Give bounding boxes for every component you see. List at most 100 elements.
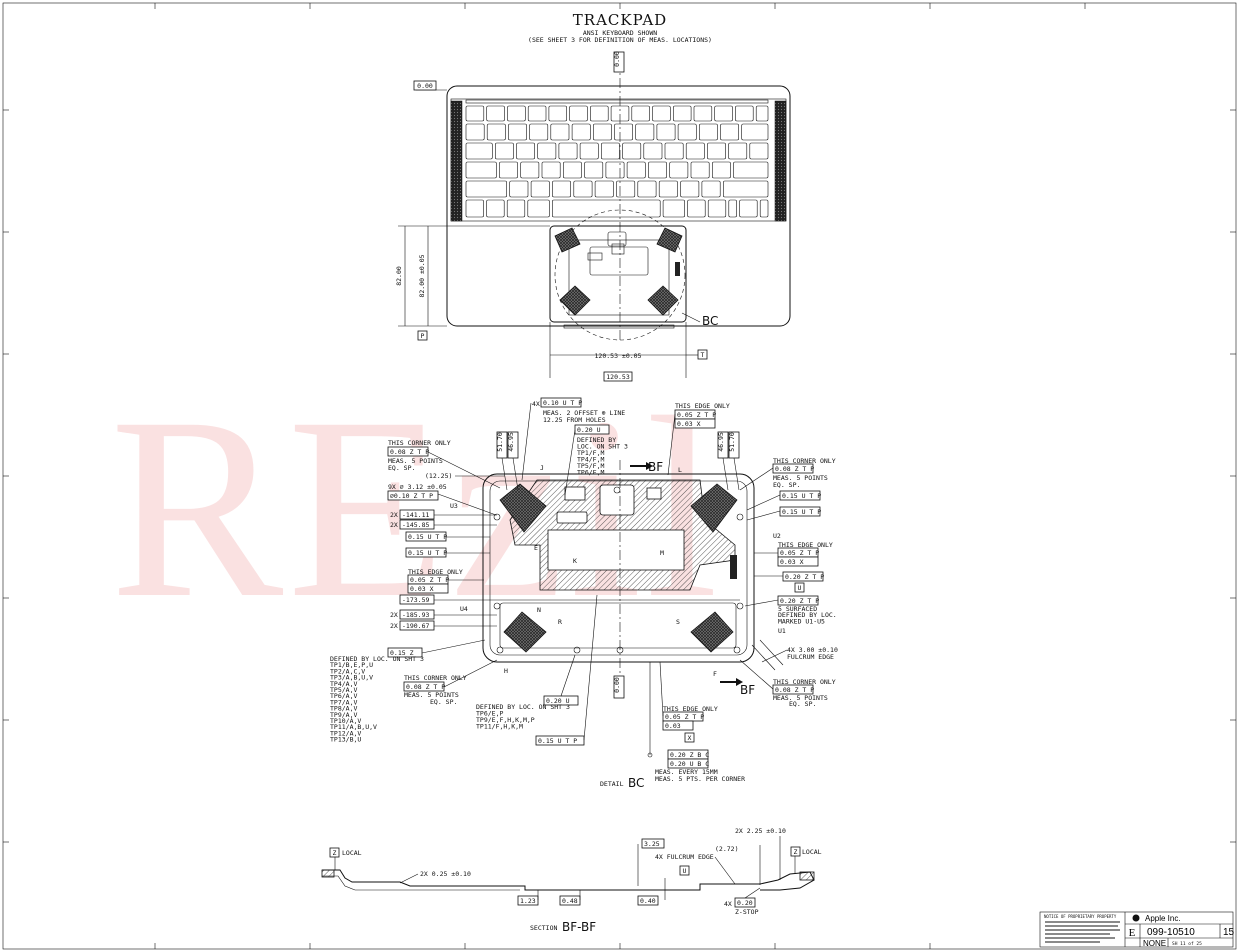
section-zstop: Z-STOP	[735, 908, 759, 916]
drawing-subtitle-2: (SEE SHEET 3 FOR DEFINITION OF MEAS. LOC…	[528, 36, 712, 44]
keyboard-key	[749, 142, 769, 160]
tl-corner-note-2: EQ. SP.	[388, 464, 415, 472]
drawing-title: TRACKPAD	[573, 11, 667, 29]
bottom-note-2a: MEAS. EVERY 15MM	[655, 768, 718, 776]
left-fcf-1: 0.15 U T P	[408, 533, 447, 541]
vdim-leader	[733, 457, 740, 491]
note-line: TP7/A,V	[330, 698, 357, 706]
vdim-leader	[501, 457, 508, 491]
section-local-left: LOCAL	[342, 849, 362, 857]
detail-annotations: 4X 0.10 U T P MEAS. 2 OFFSET ⊕ LINE 12.2…	[330, 397, 838, 790]
keyboard-key	[722, 180, 769, 198]
keyboard-key	[711, 161, 731, 179]
keyboard-key	[643, 142, 663, 160]
note-line: TP5/A,V	[330, 686, 357, 694]
note-line: TP4/F,M	[577, 456, 604, 464]
keyboard-key	[701, 180, 721, 198]
keyboard-key	[637, 180, 657, 198]
note-line: TP12/A,V	[330, 729, 361, 737]
width-basic: 120.53	[606, 373, 630, 381]
keyboard-key	[506, 199, 526, 218]
top-edge-label: THIS EDGE ONLY	[675, 402, 730, 410]
point-letter: J	[540, 464, 544, 472]
note-line: TP9/A,V	[330, 711, 357, 719]
keyboard-key	[486, 123, 506, 141]
dim-2x-b: 2X	[390, 521, 398, 529]
point-letter: N	[537, 606, 541, 614]
keyboard-key	[527, 105, 547, 122]
bottom-fcf-3b: 0.20 U B C	[670, 760, 709, 768]
drawing-subtitle: ANSI KEYBOARD SHOWN	[583, 29, 657, 37]
keyboard-key	[516, 142, 536, 160]
right-fcf-1: 0.15 U T P	[782, 492, 821, 500]
note-line: TP1/F,M	[577, 449, 604, 457]
keyboard-key	[537, 142, 557, 160]
dim-173: -173.59	[402, 596, 429, 604]
keyboard-key	[685, 142, 705, 160]
note-line: MARKED U1-U5	[778, 617, 825, 625]
keyboard-key	[541, 161, 561, 179]
keyboard-key	[662, 199, 685, 218]
dim-145: -145.85	[402, 521, 429, 529]
keyboard-key	[520, 161, 540, 179]
bl-note: DEFINED BY LOC. ON SHT 3TP1/B,E,P,UTP2/A…	[330, 655, 424, 744]
note-line: TP1/B,E,P,U	[330, 661, 373, 669]
note-line: DEFINED BY LOC. ON SHT 3	[476, 703, 570, 711]
section-4x: 4X	[724, 900, 732, 908]
keyboard-key	[465, 123, 485, 141]
tr-corner-note-2: EQ. SP.	[773, 481, 800, 489]
fulcrum-callout: 4X 3.00 ±0.10	[787, 646, 838, 654]
point-letter: M	[660, 549, 664, 557]
left-speaker-grille	[450, 100, 463, 222]
dim-v0: 0.00	[613, 677, 621, 693]
trackpad-small-features	[554, 227, 683, 329]
holes-fcf: ⌀0.10 Z T P	[390, 492, 433, 500]
keyboard-key	[759, 199, 769, 218]
keyboard-key	[569, 105, 588, 122]
br-corner-note-2: EQ. SP.	[789, 700, 816, 708]
keyboard-key	[592, 123, 612, 141]
keyboard-key	[631, 105, 650, 122]
trackpad-outline	[549, 225, 687, 323]
dim-185: -185.93	[402, 611, 429, 619]
datum-p: P	[421, 332, 425, 340]
note-line: TP6/A,V	[330, 692, 357, 700]
note-line: 5 SURFACED	[778, 605, 817, 613]
bottom-edge-fcf-2: 0.03	[665, 722, 681, 730]
keyboard-key	[579, 142, 599, 160]
note-line: DEFINED BY	[577, 436, 616, 444]
keyboard-key	[465, 161, 497, 179]
label-u1: U1	[778, 627, 786, 635]
keyboard-key	[527, 199, 550, 218]
note-line: TP2/A,C,V	[330, 667, 365, 675]
keyboard-key	[614, 123, 634, 141]
bottom-fcf-3a: 0.20 Z B C	[670, 751, 709, 759]
keyboard-key	[635, 123, 655, 141]
detail-caption-name: BC	[628, 776, 644, 790]
section-caption-name: BF-BF	[562, 920, 596, 934]
fcf-top-profile: 0.10 U T P	[543, 399, 582, 407]
dim-2x-d: 2X	[390, 622, 398, 630]
keyboard-key	[508, 123, 527, 141]
datum-x: X	[688, 734, 692, 742]
section-2x-025: 2X 0.25 ±0.10	[420, 870, 471, 878]
count-4x: 4X	[532, 400, 540, 408]
keyboard-key	[728, 199, 737, 218]
keyboard	[465, 99, 769, 218]
bottom-fcf-2: 0.15 U T P	[538, 737, 577, 745]
dim-2x-a: 2X	[390, 511, 398, 519]
keyboard-key	[658, 180, 678, 198]
keyboard-key	[530, 180, 550, 198]
vdim-value: 51.70	[496, 432, 504, 452]
br-corner-fcf: 0.08 Z T P	[775, 686, 814, 694]
note-line: DEFINED BY LOC. ON SHT 3	[330, 655, 424, 663]
keyboard-key	[552, 180, 572, 198]
section-datum-z-left: Z	[333, 849, 337, 857]
keyboard-key	[656, 123, 676, 141]
keyboard-key	[584, 161, 604, 179]
